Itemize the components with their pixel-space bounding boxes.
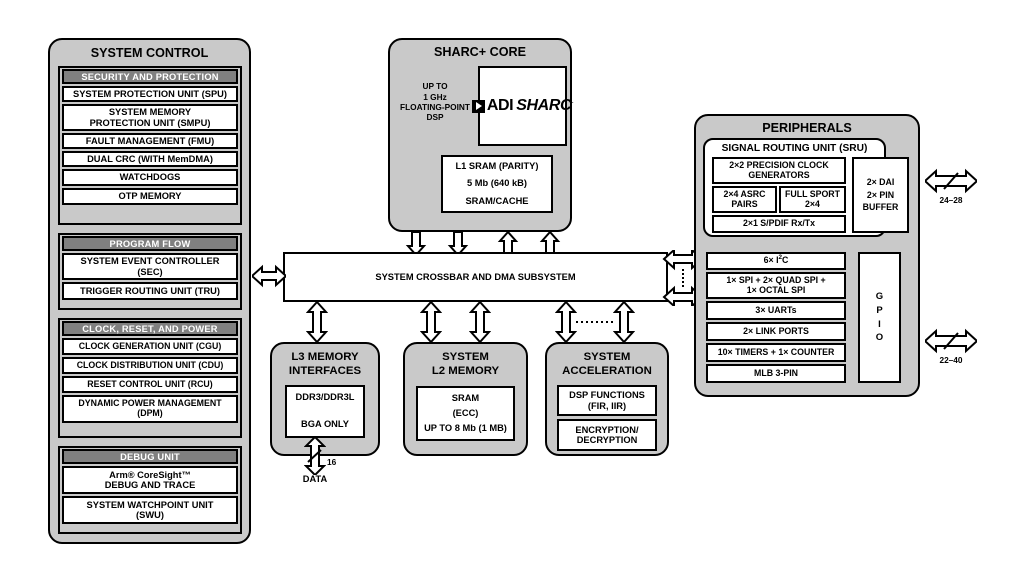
security-item-otp-memory[interactable]: OTP MEMORY (62, 188, 238, 205)
adi-wordmark: ADI (486, 97, 514, 115)
debug-item-coresight[interactable]: Arm® CoreSight™ DEBUG AND TRACE (62, 466, 238, 494)
l1-sram-box: L1 SRAM (PARITY) 5 Mb (640 kB) SRAM/CACH… (441, 155, 553, 213)
clock-item-cdu[interactable]: CLOCK DISTRIBUTION UNIT (CDU) (62, 357, 238, 374)
clock-reset-power-group-header: CLOCK, RESET, AND POWER (62, 321, 238, 336)
l3-memory-ddr3-box: DDR3/DDR3L BGA ONLY (285, 385, 365, 438)
program-flow-group-header: PROGRAM FLOW (62, 236, 238, 251)
acceleration-encryption-box: ENCRYPTION/ DECRYPTION (557, 419, 657, 451)
security-item-smpu[interactable]: SYSTEM MEMORY PROTECTION UNIT (SMPU) (62, 104, 238, 131)
security-item-fmu[interactable]: FAULT MANAGEMENT (FMU) (62, 133, 238, 149)
sharc-core-spec: UP TO 1 GHz FLOATING-POINT DSP (400, 81, 470, 123)
play-triangle-icon (471, 99, 485, 113)
acceleration-dsp-functions-box: DSP FUNCTIONS (FIR, IIR) (557, 385, 657, 416)
peripheral-item-timers: 10× TIMERS + 1× COUNTER (706, 343, 846, 362)
security-group-header: SECURITY AND PROTECTION (62, 69, 238, 84)
trademark-mark: ˝ (571, 102, 574, 109)
dai-io-label: 24–28 (939, 194, 963, 205)
program-flow-item-sec[interactable]: SYSTEM EVENT CONTROLLER (SEC) (62, 253, 238, 280)
l2-memory-title: SYSTEM L2 MEMORY (431, 350, 500, 377)
peripherals-title: PERIPHERALS (762, 121, 852, 135)
clock-item-dpm[interactable]: DYNAMIC POWER MANAGEMENT (DPM) (62, 395, 238, 423)
crossbar-accel-arrow-right (613, 302, 635, 342)
l3-bus-label: DATA (302, 474, 328, 485)
dai-io-arrow (925, 168, 977, 194)
acceleration-title: SYSTEM ACCELERATION (562, 350, 652, 377)
clock-item-cgu[interactable]: CLOCK GENERATION UNIT (CGU) (62, 338, 238, 355)
l3-bus-width-label: 16 (327, 457, 337, 467)
gpio-io-arrow (925, 328, 977, 354)
l3-data-bus-arrow (304, 437, 326, 475)
program-flow-item-tru[interactable]: TRIGGER ROUTING UNIT (TRU) (62, 282, 238, 300)
security-item-spu[interactable]: SYSTEM PROTECTION UNIT (SPU) (62, 86, 238, 102)
peripheral-item-i2c-label: 6× I2C (763, 254, 789, 266)
sharc-wordmark: SHARC (516, 97, 572, 115)
sru-asrc-pairs: 2×4 ASRC PAIRS (712, 186, 777, 213)
sru-precision-clock-generators: 2×2 PRECISION CLOCK GENERATORS (712, 157, 846, 184)
security-item-watchdogs[interactable]: WATCHDOGS (62, 169, 238, 186)
peripheral-item-spi: 1× SPI + 2× QUAD SPI + 1× OCTAL SPI (706, 272, 846, 299)
peripheral-item-mlb: MLB 3-PIN (706, 364, 846, 383)
system-control-title: SYSTEM CONTROL (90, 46, 209, 60)
crossbar-accel-arrow-left (555, 302, 577, 342)
accel-dotted-link (576, 321, 614, 323)
system-crossbar-box: SYSTEM CROSSBAR AND DMA SUBSYSTEM (283, 252, 668, 302)
sru-dai-pin-buffer: 2× DAI 2× PIN BUFFER (852, 157, 909, 233)
crossbar-l3-arrow (306, 302, 328, 342)
debug-unit-group-header: DEBUG UNIT (62, 449, 238, 464)
peripheral-item-i2c: 6× I2C (706, 252, 846, 270)
adi-sharc-logo-box: ADI SHARC ˝ (471, 66, 573, 146)
peripheral-item-link-ports: 2× LINK PORTS (706, 322, 846, 341)
crossbar-left-arrow (252, 264, 286, 288)
security-item-dual-crc[interactable]: DUAL CRC (WITH MemDMA) (62, 151, 238, 167)
l2-memory-sram-box: SRAM (ECC) UP TO 8 Mb (1 MB) (416, 386, 515, 441)
sru-title: SIGNAL ROUTING UNIT (SRU) (721, 142, 868, 154)
sharc-crossbar-arrows (405, 232, 561, 256)
l3-memory-title: L3 MEMORY INTERFACES (288, 350, 362, 377)
sru-spdif: 2×1 S/PDIF Rx/Tx (712, 215, 846, 233)
sru-full-sport: FULL SPORT 2×4 (779, 186, 846, 213)
crossbar-l2-arrow-right (469, 302, 491, 342)
clock-item-rcu[interactable]: RESET CONTROL UNIT (RCU) (62, 376, 238, 393)
debug-item-swu[interactable]: SYSTEM WATCHPOINT UNIT (SWU) (62, 496, 238, 524)
adi-sharc-logo: ADI SHARC ˝ (471, 97, 574, 115)
crossbar-l2-arrow-left (420, 302, 442, 342)
sharc-core-title: SHARC+ CORE (433, 45, 527, 59)
gpio-io-label: 22–40 (939, 354, 963, 365)
peripheral-item-uarts: 3× UARTs (706, 301, 846, 320)
